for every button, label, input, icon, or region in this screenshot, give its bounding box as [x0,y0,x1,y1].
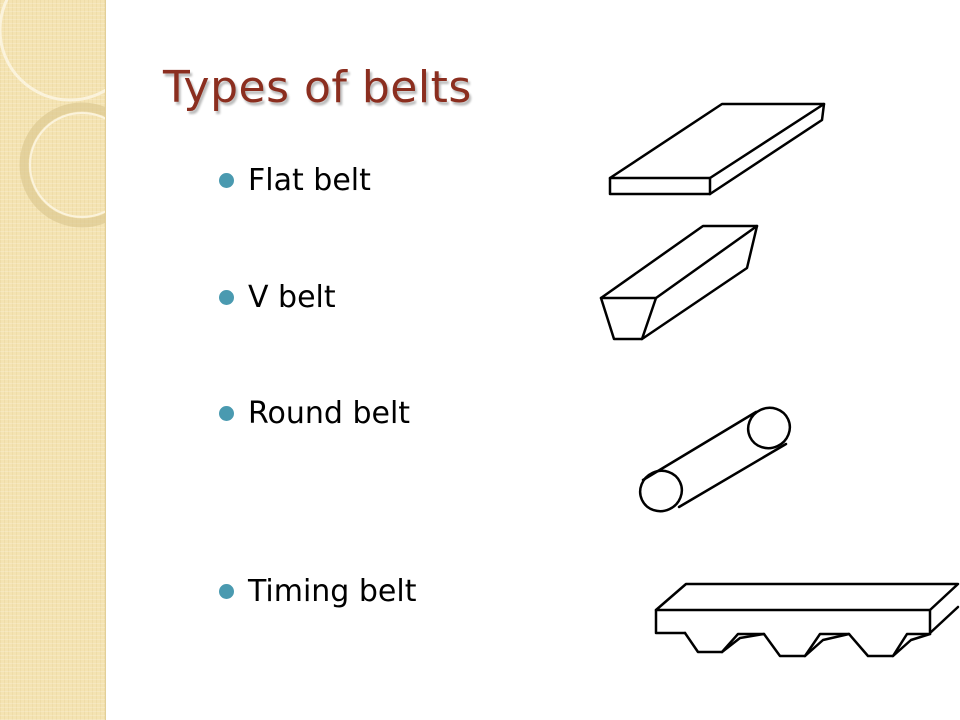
round-belt-drawing [638,406,792,513]
list-item-timing-belt: Timing belt [219,571,417,611]
slide-title: Types of belts [163,62,472,113]
list-item-v-belt: V belt [219,277,336,317]
list-item-flat-belt: Flat belt [219,160,371,200]
v-belt-drawing [599,224,759,341]
flat-belt-drawing [608,102,826,196]
bullet-dot-icon [219,172,234,188]
list-item-round-belt: Round belt [219,393,410,433]
bullet-label: Timing belt [248,573,417,609]
bullet-label: V belt [248,279,336,315]
bullet-label: Round belt [248,395,411,431]
decorative-side-panel [0,0,106,720]
timing-belt-drawing [654,582,960,658]
bullet-label: Flat belt [248,162,371,198]
bullet-dot-icon [219,405,234,421]
decorative-circles [0,0,105,228]
bullet-dot-icon [219,583,234,599]
bullet-dot-icon [219,289,234,305]
